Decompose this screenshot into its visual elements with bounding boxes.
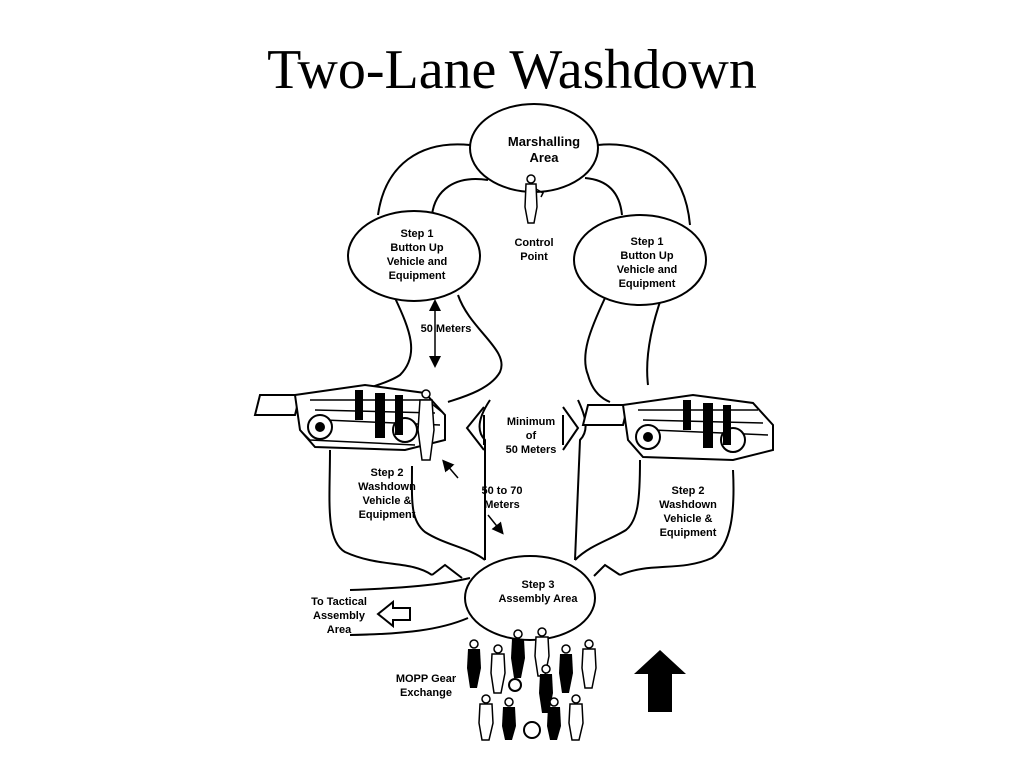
step3-line-2: Assembly Area (498, 593, 578, 605)
soldier-figure-icon (568, 694, 584, 741)
left-arrow-icon (376, 599, 411, 629)
step2-right-line-2: Washdown (659, 499, 717, 511)
slide-title: Two-Lane Washdown (267, 39, 757, 101)
soldier-figure-icon (559, 644, 573, 693)
military-vehicle-icon (581, 393, 774, 462)
gear-bag-icon (523, 721, 541, 739)
soldier-figure-icon (478, 694, 494, 741)
step1-left-node (347, 210, 481, 302)
step3-line-1: Step 3 (521, 579, 554, 591)
marshalling-line-2: Area (530, 150, 560, 165)
step2-right-line-4: Equipment (660, 527, 717, 539)
step1-left-line-3: Vehicle and (387, 256, 448, 268)
minimum-line-2: of (526, 430, 537, 442)
fifty-to-seventy-arrow-up (442, 459, 459, 479)
fifty-to-seventy-arrow-down (487, 514, 504, 535)
step2-left-line-1: Step 2 (370, 467, 403, 479)
soldier-figure-icon (524, 174, 544, 224)
mopp-soldiers-group (467, 627, 597, 741)
step3-node (464, 555, 596, 641)
step1-right-line-2: Button Up (620, 250, 673, 262)
soldier-figure-icon (502, 697, 516, 740)
soldier-figure-icon (417, 389, 443, 461)
soldier-figure-icon (581, 639, 597, 689)
fifty-meters-label: 50 Meters (421, 323, 472, 335)
step2-left-line-4: Equipment (359, 509, 416, 521)
soldier-figure-icon (511, 629, 525, 678)
step1-left-line-4: Equipment (389, 270, 446, 282)
soldier-figure-icon (547, 697, 561, 740)
minimum-line-1: Minimum (507, 416, 555, 428)
step1-right-node (573, 214, 707, 306)
up-arrow-icon (634, 650, 686, 712)
step2-left-line-3: Vehicle & (363, 495, 412, 507)
step1-right-line-3: Vehicle and (617, 264, 678, 276)
step2-right-line-3: Vehicle & (664, 513, 713, 525)
step1-right-line-4: Equipment (619, 278, 676, 290)
military-vehicle-icon (253, 383, 446, 452)
step1-right-line-1: Step 1 (630, 236, 663, 248)
tactical-line-1: To Tactical (311, 596, 367, 608)
tactical-line-3: Area (327, 624, 352, 636)
control-point-line-2: Point (520, 251, 548, 263)
soldier-figure-icon (467, 639, 481, 688)
tactical-line-2: Assembly (313, 610, 366, 622)
fifty-to-seventy-line-2: Meters (484, 499, 519, 511)
step1-left-line-1: Step 1 (400, 228, 433, 240)
step1-left-line-2: Button Up (390, 242, 443, 254)
control-point-line-1: Control (514, 237, 553, 249)
fifty-to-seventy-line-1: 50 to 70 (482, 485, 523, 497)
step2-left-line-2: Washdown (358, 481, 416, 493)
mopp-line-2: Exchange (400, 687, 452, 699)
step2-right-line-1: Step 2 (671, 485, 704, 497)
mopp-line-1: MOPP Gear (396, 673, 457, 685)
gear-bag-icon (508, 678, 522, 692)
minimum-line-3: 50 Meters (506, 444, 557, 456)
soldier-figure-icon (490, 644, 506, 694)
marshalling-line-1: Marshalling (508, 134, 580, 149)
